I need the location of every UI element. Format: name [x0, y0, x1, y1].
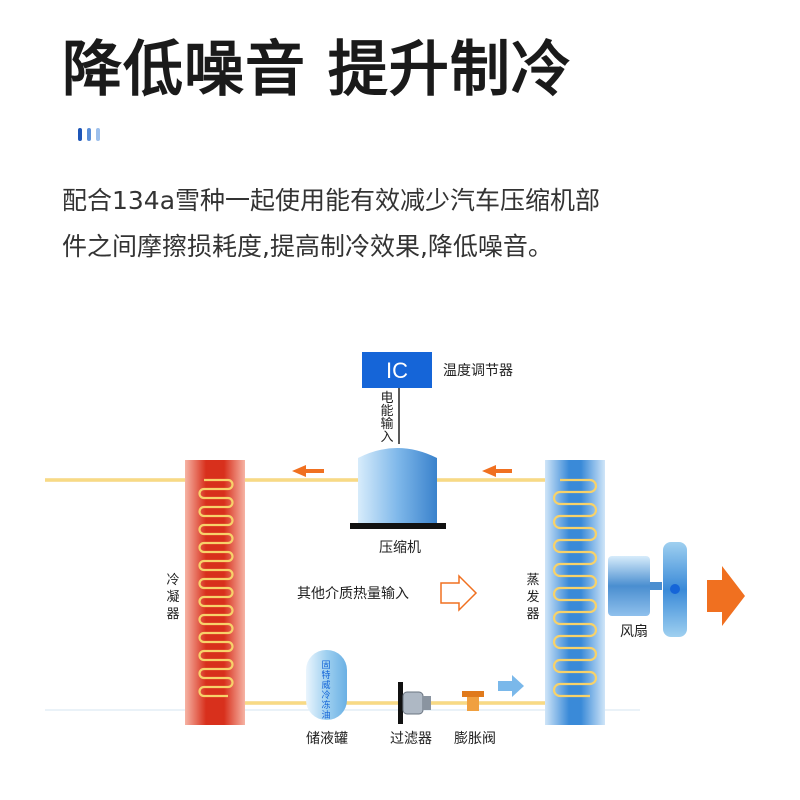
condenser-coil [198, 478, 234, 698]
accent-bar-1 [78, 128, 82, 141]
fan-label: 风扇 [620, 624, 648, 640]
condenser-label: 冷 凝 器 [166, 573, 179, 622]
compressor-label: 压缩机 [379, 540, 421, 556]
power-input-char-4: 入 [380, 430, 393, 445]
description: 配合134a雪种一起使用能有效减少汽车压缩机部 件之间摩擦损耗度,提高制冷效果,… [62, 178, 742, 270]
flow-arrow-right [498, 675, 524, 697]
filter-cap [423, 696, 431, 710]
compressor-base [350, 523, 446, 529]
condenser-unit [185, 460, 245, 725]
expansion-valve-label: 膨胀阀 [454, 730, 496, 747]
fan-motor [608, 556, 650, 616]
receiver-char-1: 固 [321, 660, 330, 671]
receiver-char-4: 冷 [321, 689, 330, 701]
compressor-body [358, 448, 437, 523]
accent-bar-2 [87, 128, 91, 141]
expansion-valve-body [467, 697, 479, 711]
fan-hub [670, 584, 680, 594]
description-line-2: 件之间摩擦损耗度,提高制冷效果,降低噪音。 [62, 232, 553, 261]
power-input-char-3: 输 [380, 416, 393, 432]
receiver-char-2: 特 [321, 669, 330, 681]
evaporator-char-1: 蒸 [526, 573, 539, 588]
filter-label: 过滤器 [390, 731, 432, 747]
airflow-arrow [707, 566, 745, 626]
evaporator-coil [552, 478, 598, 698]
power-input-label: 电 能 输 入 [380, 391, 393, 445]
page-headline: 降低噪音 提升制冷 [62, 35, 572, 105]
receiver-tank-text: 固 特 威 冷 冻 油 [321, 660, 330, 721]
evaporator-char-2: 发 [526, 589, 539, 605]
receiver-label: 储液罐 [306, 731, 348, 747]
filter-body [402, 691, 424, 715]
power-input-char-2: 能 [380, 404, 393, 419]
heat-input-label: 其他介质热量输入 [297, 586, 409, 602]
accent-bar-3 [96, 128, 100, 141]
filter-flange [398, 682, 403, 724]
fan-shaft [650, 582, 662, 590]
condenser-char-3: 器 [166, 607, 179, 622]
evaporator-char-3: 器 [526, 607, 539, 622]
accent-bars [78, 128, 100, 141]
condenser-char-2: 凝 [166, 589, 179, 605]
power-input-char-1: 电 [380, 391, 393, 406]
ic-box-label: IC [386, 358, 408, 383]
refrigeration-cycle-diagram: IC 温度调节器 电 能 输 入 压缩机 冷 凝 器 蒸 发 器 其他介质热量输… [45, 352, 745, 747]
flow-arrow-left-1 [292, 465, 324, 477]
ic-box [362, 352, 432, 388]
receiver-tank [306, 650, 347, 720]
receiver-char-5: 冻 [321, 699, 330, 711]
receiver-char-6: 油 [321, 709, 330, 721]
heat-input-arrow [440, 574, 478, 612]
description-line-1: 配合134a雪种一起使用能有效减少汽车压缩机部 [62, 186, 601, 215]
receiver-char-3: 威 [321, 679, 330, 691]
thermostat-label: 温度调节器 [443, 363, 513, 379]
expansion-valve-top [462, 691, 484, 697]
condenser-char-1: 冷 [166, 573, 179, 588]
flow-arrow-left-2 [482, 465, 512, 477]
evaporator-label: 蒸 发 器 [526, 573, 539, 622]
